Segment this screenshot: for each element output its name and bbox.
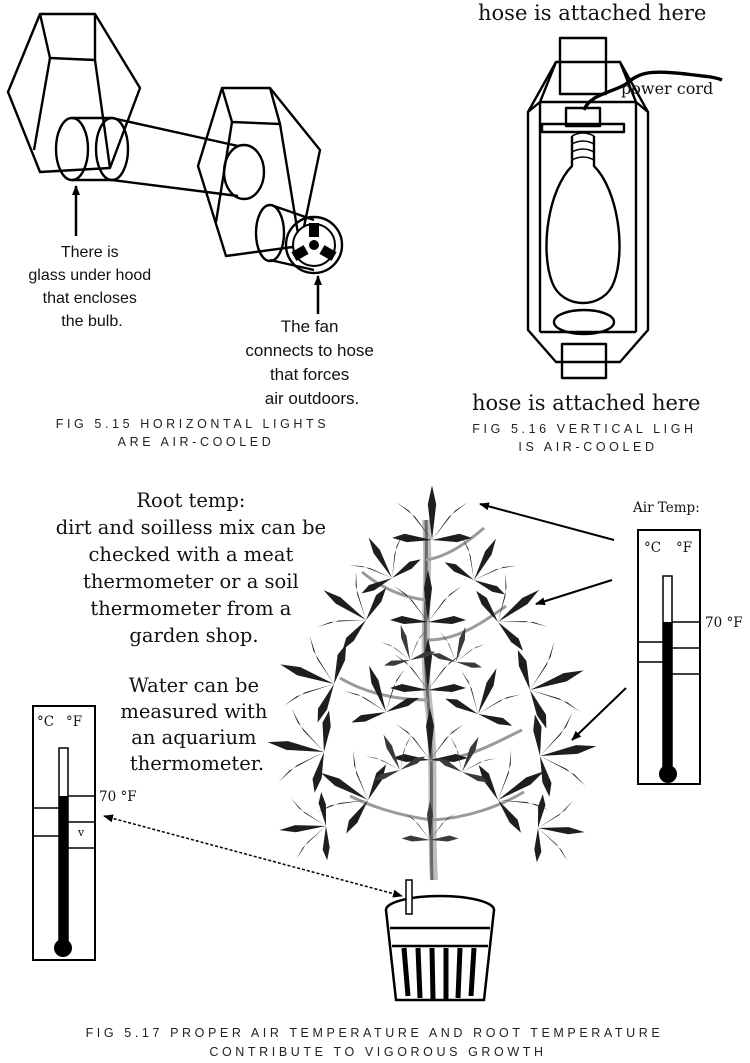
power-cord-label: power cord [621,79,713,98]
fan-note: The fan connects to hose that forces air… [245,317,378,408]
hose-bottom-label: hose is attached here [472,391,700,415]
fan-duct [254,203,344,275]
air-reading: 70 °F [705,615,743,631]
air-temp-arrow-top [479,502,615,541]
root-reading: 70 °F [99,789,137,805]
water-temp-note: Water can be measured with an aquarium t… [120,674,273,775]
air-temp-label: Air Temp: [632,500,700,516]
fig-5-15-caption: FIG 5.15 HORIZONTAL LIGHTS ARE AIR-COOLE… [56,417,337,449]
temperature-diagram: Root temp: dirt and soilless mix can be … [32,485,743,1059]
air-scale-c: °C [644,540,661,556]
plant [260,485,604,881]
vertical-light-diagram: hose is attached here power cord hos [472,1,723,454]
bottom-hose-collar [560,342,608,380]
root-temp-link-arrow [103,814,403,898]
air-temp-arrow-low [571,687,627,741]
bottom-glass-port [552,308,616,336]
root-temp-note: Root temp: dirt and soilless mix can be … [56,489,333,647]
fig-5-17-caption: FIG 5.17 PROPER AIR TEMPERATURE AND ROOT… [86,1026,671,1059]
power-cord [582,70,723,111]
fan-icon [291,223,337,267]
fig-5-16-caption: FIG 5.16 VERTICAL LIGH IS AIR-COOLED [472,422,703,454]
root-mark: v [77,826,85,839]
soil-thermometer-probe [405,879,413,915]
glass-note: There is glass under hood that encloses … [28,244,155,330]
air-scale-f: °F [676,540,692,556]
horizontal-light-diagram: There is glass under hood that encloses … [6,12,378,449]
air-thermometer: °C °F [637,529,701,785]
bulb [540,106,626,305]
root-scale-f: °F [66,714,82,730]
top-hose-collar [558,36,608,96]
root-scale-c: °C [37,714,54,730]
left-hood [6,12,142,174]
connecting-duct [111,116,266,201]
air-temp-arrow-mid [535,579,613,606]
root-thermometer: °C °F v [32,705,96,961]
pot [384,894,496,1002]
hose-top-label: hose is attached here [478,1,706,25]
